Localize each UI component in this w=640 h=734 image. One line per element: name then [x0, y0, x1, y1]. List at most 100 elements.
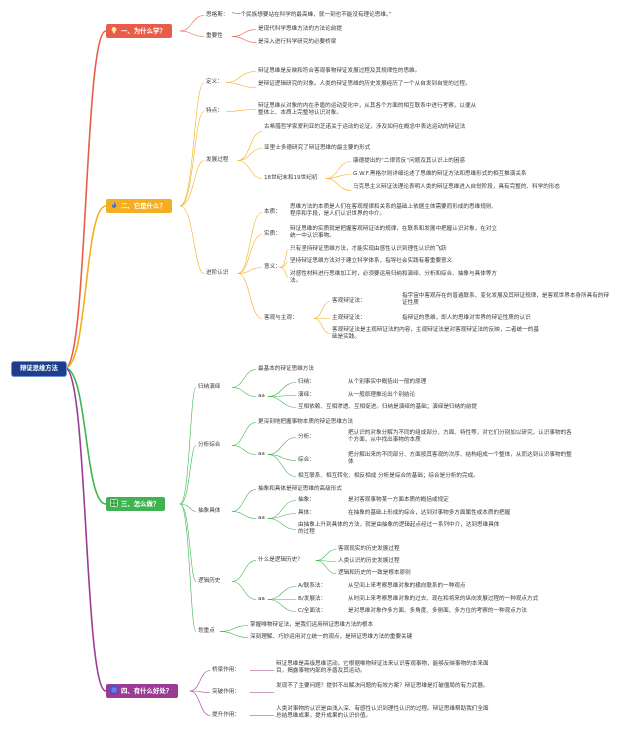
connector-s3-1: [179, 445, 197, 505]
development-method-text: 从时间上来考察思维对象的过去、现在和将来的纵向发展过程的一种观点方式: [348, 596, 539, 602]
deduction-label: 演绎：: [298, 392, 315, 398]
connector-s4-2: [189, 690, 211, 716]
flame-icon: [110, 201, 118, 209]
abstract-label: 抽象：: [298, 497, 315, 503]
connector-s2-devc-2: [325, 178, 352, 191]
meaning-label: 意义：: [264, 264, 281, 270]
importance-label: 重要性: [206, 33, 223, 39]
induction-deduction-top: 最基本的辩证思维方法: [258, 366, 314, 372]
objective-dialectics-text: 指宇宙中客观存在的普遍联系、变化发展及其辩证规律，是客观世界本身所具有的辩证性质: [402, 293, 609, 307]
root-node[interactable]: 辩证思维方法: [11, 361, 67, 377]
analysis-synthesis-relation: 相互联系、相互转化、相反相成 分析是综合的基础；综合是分析的完成。: [298, 473, 479, 479]
development-period-item-1: 康德提出的“二律背反”问题及其认识上的困惑: [353, 158, 466, 164]
analysis-text: 把认识的对象分解为不同的组成部分、方面、特性等，对它们分别加以研究，认识事物的各…: [348, 430, 572, 444]
substance-label: 实质：: [264, 231, 281, 237]
connector-s3-3: [179, 503, 197, 582]
comprehensive-method-label: C/全面法：: [298, 608, 327, 614]
development-method-label: B/发展法：: [298, 596, 327, 602]
connector-s3-chou-1: [231, 511, 257, 519]
connector-s3-4: [179, 503, 197, 632]
elevation-role-label: 提升作用：: [212, 712, 240, 718]
connector-s3-luo-1: [231, 581, 257, 600]
induction-deduction-relation: 互相依赖、互相渗透、互相促进。归纳是演绎的基础；演绎是归纳的前提: [298, 404, 478, 410]
logic-history-label: 逻辑历史: [198, 578, 221, 584]
meaning-item-1: 只有坚持辩证思维方法，才能实现由感性认识到理性认识的飞跃: [290, 246, 447, 252]
analysis-synthesis-top: 更深刻地把握事物本质的辩证思维方法: [258, 419, 354, 425]
substance-text: 辩证思维的实质就是把握客观辩证法的规律，在联系和发展中把握认识对象，在对立统一中…: [290, 226, 497, 240]
connector-s3-fen-aa-0: [267, 437, 297, 455]
synthesis-label: 综合：: [298, 457, 315, 463]
development-item-1: 古希腊哲学家爱利亚的芝诺关于运动的论证，涉及如何在概念中表达运动的辩证法: [264, 124, 466, 130]
quote-label: 思格斯：: [206, 12, 229, 18]
connector-s2-devc-1: [325, 174, 352, 179]
definition-label: 定义：: [206, 79, 223, 85]
bridge-role-text: 辩证思维是高级思维活动，它根据唯物辩证法来认识客观事物，能够反映事物的本来面目，…: [276, 661, 489, 675]
connector-root-s4: [64, 367, 107, 692]
connector-s2-2: [179, 160, 205, 207]
section-4-node[interactable]: 四、有什么好处？: [106, 684, 179, 698]
definition-item-1: 辩证思维是反映和符合客观事物辩证发展过程及其规律性的思维。: [258, 68, 421, 74]
elevation-role-text: 人类对事物的认识是由浅入深、有感性认识到理性认识的过程。辩证思维帮助我们全面总结…: [276, 706, 489, 720]
logic-history-question: 什么是逻辑历史？: [258, 557, 303, 563]
quote-text: “一个民族想要站在科学的最高峰，就一刻也不能没有理论思维。”: [232, 12, 392, 18]
section-3-title: 三、怎么做？: [121, 500, 160, 508]
subjective-dialectics-text: 指辩证的思维，即人的思维对世界的辩证性质的认识: [402, 315, 531, 321]
connector-root-s2: [64, 205, 107, 369]
square-icon: [110, 686, 118, 694]
connector-s3-chou-aa-0: [267, 500, 297, 519]
connector-s1-imp-1: [231, 36, 257, 43]
connector-root-s3: [64, 367, 107, 505]
connector-s1-0: [179, 15, 205, 32]
connector-s4-0: [189, 670, 211, 692]
development-period-item-2: G.W.F.黑格尔则详细论述了思维的辩证方法和思维形式的相互推演关系: [353, 171, 527, 177]
connector-s2-def-1: [225, 82, 257, 88]
connector-s4-1: [189, 690, 211, 693]
section-4-title: 四、有什么好处？: [121, 687, 173, 695]
connector-s3-luo-q-0: [315, 549, 337, 561]
concrete-text: 在抽象的基础上形成的综合，达到对事物多方面属性或本质的把握: [348, 510, 511, 516]
connection-method-text: 从空间上来考察思维对象的横向联系的一种观点: [348, 583, 466, 589]
connector-s2-dev-2: [237, 160, 263, 179]
development-label: 发展过程: [206, 157, 229, 163]
connector-s3-gui-0: [231, 369, 257, 388]
abstract-concrete-relation: 由抽象上升到具体的方法，就是由抽象的逻辑起点经过一系列中介，达到思维具体的过程: [298, 522, 500, 536]
connector-s2-def-0: [225, 71, 257, 83]
connector-s3-hua-1: [219, 631, 249, 638]
feature-label: 特点：: [206, 108, 223, 114]
connector-s1-imp-0: [231, 29, 257, 37]
connector-s2-1: [179, 111, 205, 207]
connector-s2-adv-0: [237, 212, 263, 274]
essence-text: 思维方法的本质是人们在客观规律和关系的基础上依据主体需要而形成的思维规则、程序和…: [290, 204, 497, 218]
synthesis-text: 把分解出来的不同部分、方面按其客观的次序、结构组成一个整体，从而达到认识事物的整…: [348, 452, 572, 466]
definition-item-2: 是辩证逻辑研究的对象。人类的辩证思维的历史发展经历了一个从自发到自觉的过程。: [258, 81, 471, 87]
connector-s3-gui-aa-2: [267, 396, 297, 408]
connector-s2-ok-0: [313, 301, 331, 319]
connector-s1-1: [179, 30, 205, 37]
section-1-node[interactable]: 一、为什么学？: [106, 24, 172, 38]
development-period-item-3: 马克思主义辩证法理论表明人类的辩证思维进入自觉阶段，具有完整的、科学的形态: [353, 184, 560, 190]
feature-text: 辩证思维从对象的内在矛盾的运动变化中，从其各个方面的相互联系中进行考察，以便从整…: [258, 103, 477, 117]
connector-s3-gui-aa-0: [267, 382, 297, 397]
connector-s3-luo-q-2: [315, 560, 337, 574]
connector-s2-feat-0: [225, 109, 257, 112]
breakthrough-role-text: 发现不了主要问题？提供不出解决问题的有效方案？辩证思维是打破僵局的有力武器。: [276, 683, 489, 689]
grid-icon: [110, 499, 118, 507]
section-2-node[interactable]: 二、它是什么？: [106, 199, 172, 213]
objective-subjective-label: 客观与主观：: [264, 315, 298, 321]
connector-s3-luo-aa-0: [267, 586, 297, 600]
section-3-node[interactable]: 三、怎么做？: [106, 497, 166, 511]
connector-s3-chou-0: [231, 489, 257, 512]
dialectics-relation-text: 客观辩证法是主观辩证法的内容，主观辩证法是对客观辩证法的反映，二者统一的基础是实…: [332, 327, 539, 341]
importance-item-1: 是现代科学思维方法的方法论前提: [258, 26, 342, 32]
connector-s3-fen-0: [231, 422, 257, 446]
section-1-title: 一、为什么学？: [121, 27, 166, 35]
key-point-2: 深刻理解、巧妙运用对立统一的观点，是辩证思维方法的重要关键: [250, 634, 413, 640]
induction-deduction-label: 归纳演绎: [198, 384, 221, 390]
breakthrough-role-label: 突破作用：: [212, 689, 240, 695]
connector-s2-mean-2: [279, 267, 289, 278]
analysis-label: 分析：: [298, 434, 315, 440]
connector-s2-adv-2: [237, 267, 263, 274]
development-period-label: 18世纪末和19世纪初: [264, 175, 318, 181]
connector-s2-ok-2: [313, 318, 331, 334]
